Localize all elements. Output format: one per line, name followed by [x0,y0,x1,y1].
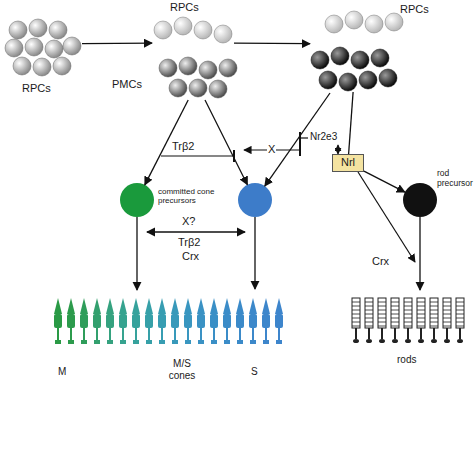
rpc-spheres [5,19,81,76]
inhibition-line [161,155,234,156]
pathway-arrow [419,217,420,290]
node-label: Nrl [333,156,363,169]
pathway-arrow [205,100,247,185]
factor-label: Trβ2 [172,140,194,153]
pathway-arrow [234,42,310,44]
node-label: PMCs [112,78,142,91]
factor-label: Nr2e3 [310,131,337,143]
circle-outline [120,183,154,217]
cone-row: M M/S cones S [40,290,290,385]
factor-label: X? [182,215,195,228]
node-label: RPCs [22,82,51,95]
circle-outline [403,183,437,217]
factor-label: Trβ2 [178,236,200,249]
interaction-line [147,231,245,232]
cell-cluster: RPCs [152,14,234,46]
pathway-arrow [136,217,137,290]
node-label: RPCs [170,1,199,14]
precursor-circle: committed cone precursors [120,183,154,217]
pathway-arrow [364,171,405,192]
pmc-spheres [159,57,237,98]
pathway-arrow [254,217,255,289]
cell-cluster: PMCs [158,58,240,100]
factor-label: X [267,143,276,156]
node-label: S [251,366,258,378]
node-label: committed cone precursors [158,187,238,205]
node-label: M [58,366,66,378]
inhibition-line [300,137,308,138]
s-cone-precursor [238,183,272,217]
node-label: M/S cones [160,358,204,381]
cell-cluster: RPCs [2,18,82,80]
pmc-spheres [311,47,397,91]
circle-fill [403,183,437,217]
cell-cluster: RPCs [310,12,402,92]
precursor-circle: rod precursor [403,183,437,217]
rpc-spheres [154,17,232,43]
gene-box: Nrl [332,154,364,172]
node-label: rods [397,354,416,366]
rod-row: rods [345,290,474,375]
factor-label: Crx [372,255,389,268]
factor-label: Crx [182,250,199,263]
cone-cells [54,298,283,344]
pathway-arrow [358,172,415,262]
interaction-line [338,145,339,154]
rod-cells [352,298,464,343]
node-label: rod precursor [437,169,474,189]
node-label: RPCs [400,3,429,16]
pathway-arrow [82,42,152,44]
rpc-spheres [325,11,403,33]
circle-fill [120,183,154,217]
pathway-arrow [349,92,354,154]
